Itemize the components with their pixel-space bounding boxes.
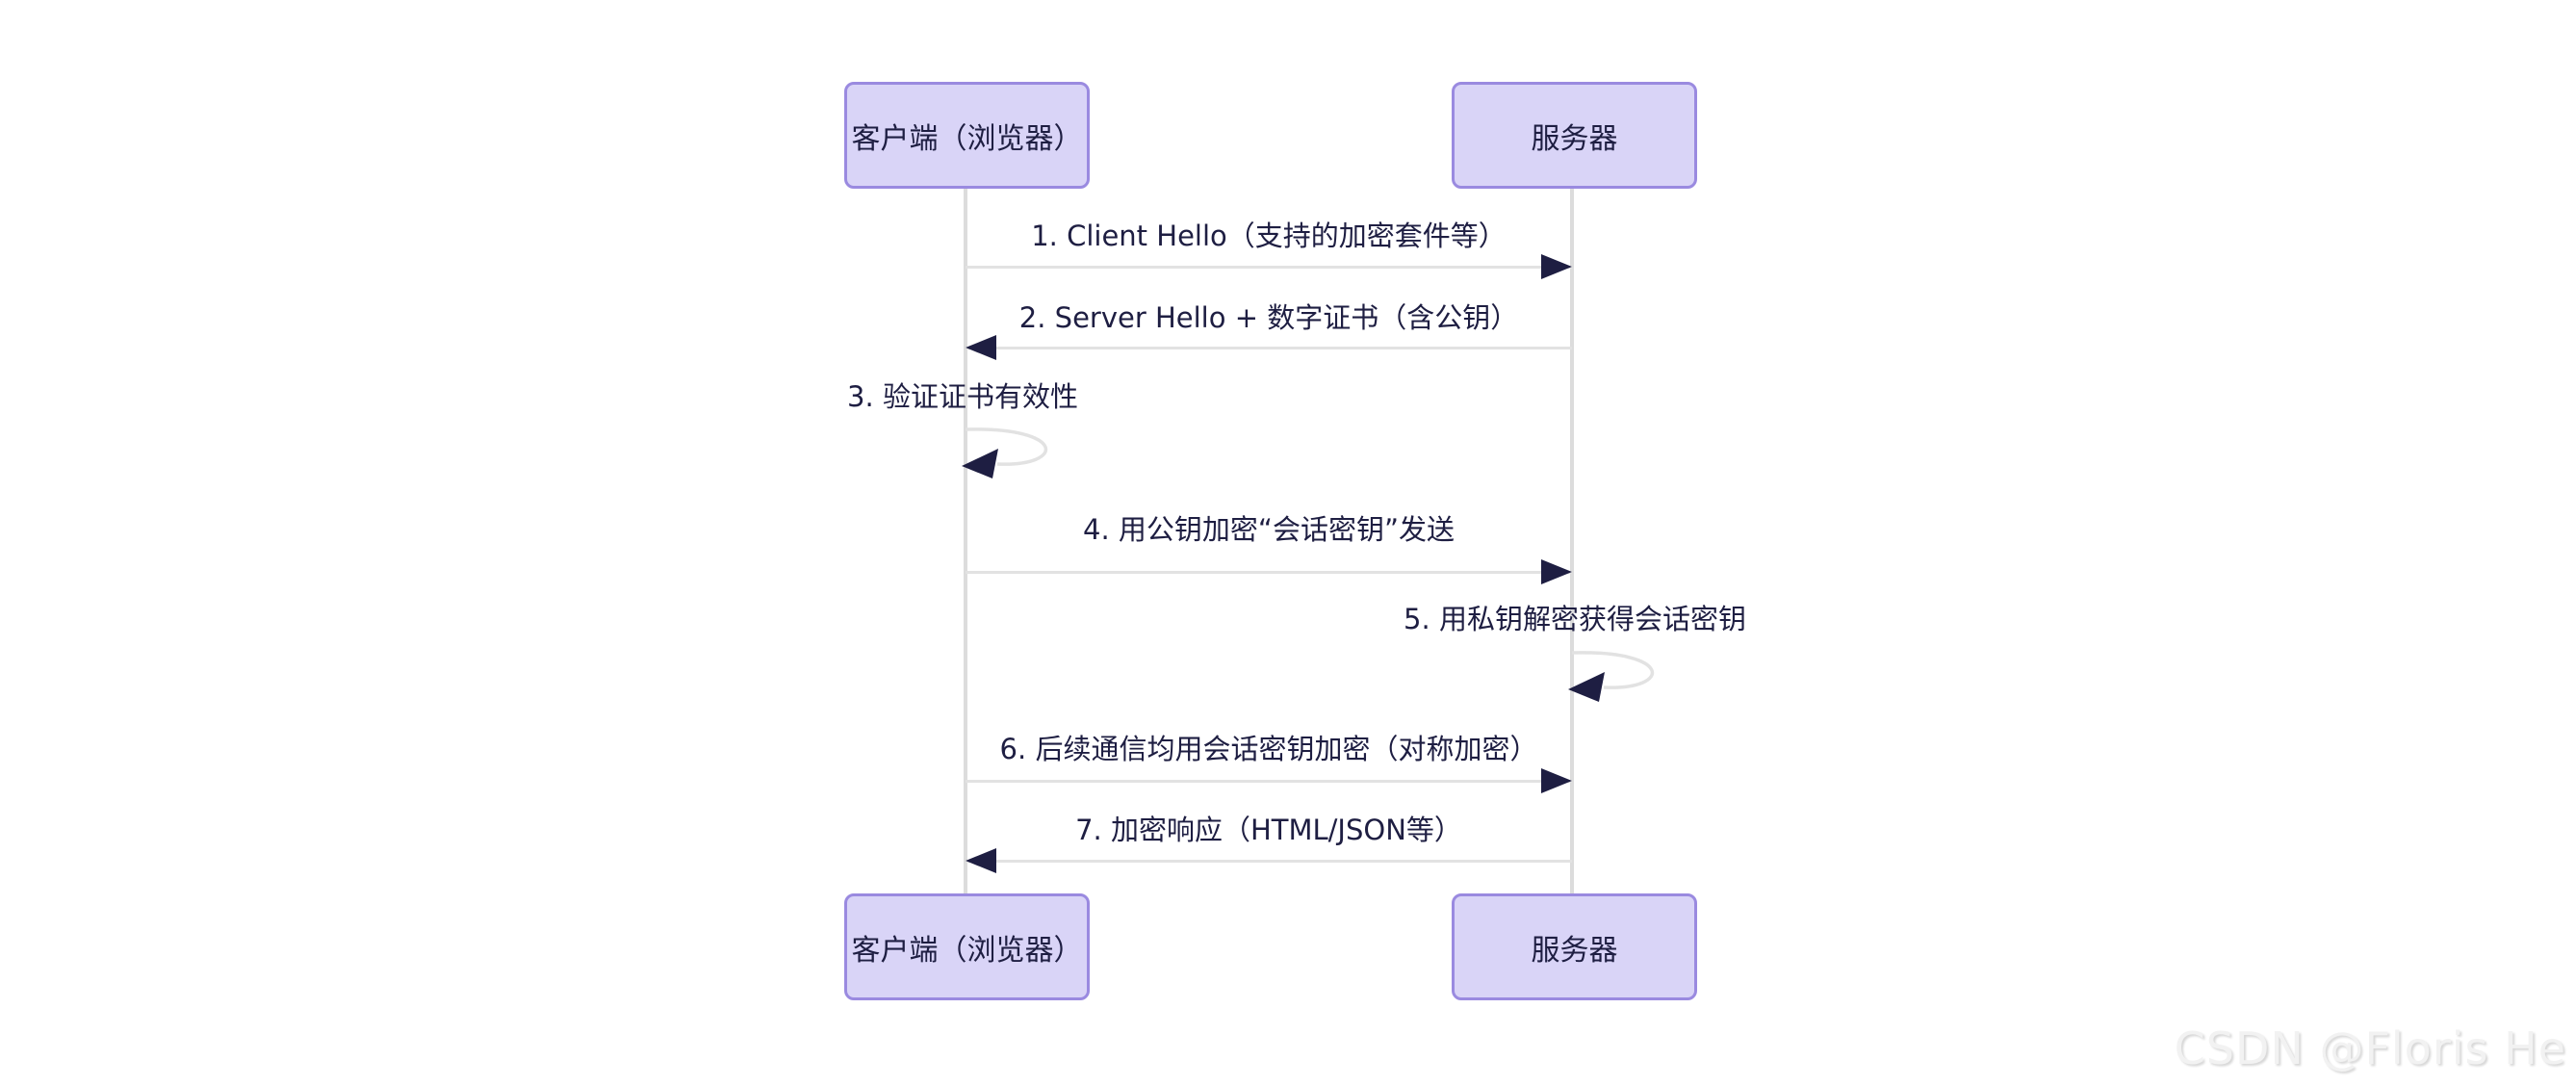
message-2-label: 2. Server Hello + 数字证书（含公钥） — [1018, 301, 1519, 334]
client-self-loop — [965, 427, 1048, 466]
actor-server-label: 服务器 — [1531, 121, 1618, 156]
arrowhead-left-icon — [966, 848, 996, 873]
client-lifeline — [964, 188, 967, 893]
arrowhead-right-icon — [1541, 559, 1572, 584]
server-self-loop — [1571, 651, 1655, 689]
message-3-label: 3. 验证证书有效性 — [847, 380, 1078, 413]
actor-server-label: 服务器 — [1531, 933, 1618, 968]
actor-client-top: 客户端（浏览器） — [844, 82, 1090, 189]
message-1-label: 1. Client Hello（支持的加密套件等） — [1031, 220, 1507, 252]
actor-client-label: 客户端（浏览器） — [851, 933, 1083, 968]
arrowhead-left-icon — [966, 335, 996, 360]
server-lifeline — [1570, 188, 1574, 893]
actor-server-top: 服务器 — [1452, 82, 1697, 189]
actor-client-label: 客户端（浏览器） — [851, 121, 1083, 156]
actor-server-bottom: 服务器 — [1452, 893, 1697, 1000]
message-7-line — [966, 860, 1572, 863]
message-5-label: 5. 用私钥解密获得会话密钥 — [1404, 603, 1746, 635]
watermark: CSDN @Floris He — [2174, 1022, 2566, 1074]
message-6-label: 6. 后续通信均用会话密钥加密（对称加密） — [999, 733, 1538, 765]
actor-client-bottom: 客户端（浏览器） — [844, 893, 1090, 1000]
arrowhead-right-icon — [1541, 768, 1572, 793]
message-2-line — [966, 347, 1572, 349]
message-7-label: 7. 加密响应（HTML/JSON等） — [1075, 814, 1462, 846]
message-6-line — [966, 780, 1572, 783]
message-1-line — [966, 266, 1572, 269]
message-4-line — [966, 571, 1572, 574]
message-4-label: 4. 用公钥加密“会话密钥”发送 — [1083, 513, 1455, 546]
arrowhead-right-icon — [1541, 254, 1572, 279]
